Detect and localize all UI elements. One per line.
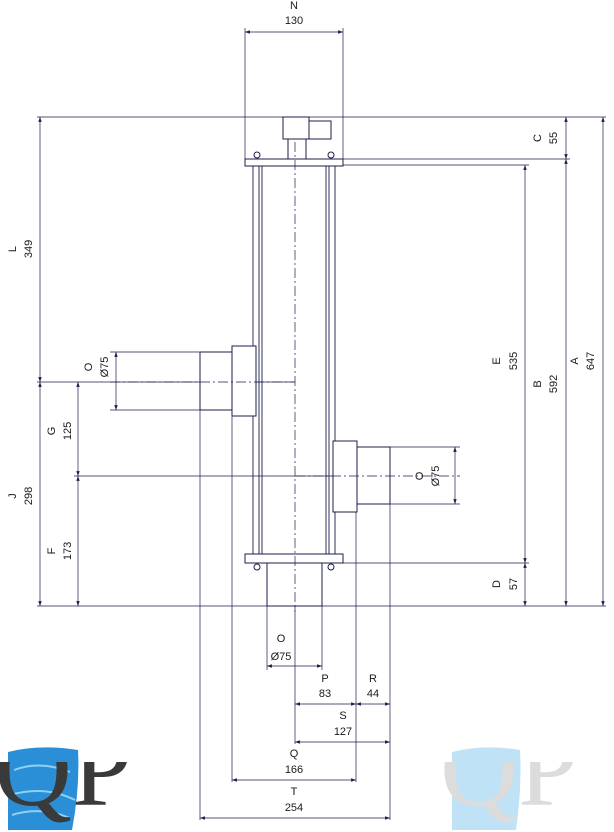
dim-C-value: 55 xyxy=(548,132,560,144)
connector-cap xyxy=(308,120,332,140)
dim-Q-value: 166 xyxy=(285,764,303,776)
left-inlet-pipe xyxy=(199,351,233,411)
center-lines xyxy=(110,142,460,612)
dim-J-letter: J xyxy=(7,493,19,499)
heater-body xyxy=(199,116,391,607)
bottom-bolt-right xyxy=(327,563,335,571)
dim-O-left-letter: O xyxy=(83,362,95,371)
dim-O-left-value: Ø75 xyxy=(99,357,111,378)
logo-right: QP xyxy=(440,710,578,830)
connector-box xyxy=(282,116,310,140)
dim-C-letter: C xyxy=(532,134,544,142)
dim-F-letter: F xyxy=(46,547,58,554)
dim-S-letter: S xyxy=(339,710,346,722)
connector-neck xyxy=(287,138,307,160)
dim-L-value: 349 xyxy=(23,240,35,258)
dim-N-value: 130 xyxy=(285,15,303,27)
logo-left-text: QP xyxy=(0,710,132,829)
dimension-labels: N 130 C 55 L 349 E 535 B 592 A 647 O Ø75… xyxy=(7,0,597,814)
dim-O-bottom-letter: O xyxy=(277,633,286,645)
dim-E-value: 535 xyxy=(508,352,520,370)
bottom-flange xyxy=(244,553,344,564)
dim-O-right-value: Ø75 xyxy=(430,466,442,487)
dim-R-value: 44 xyxy=(367,688,379,700)
right-outlet-pipe xyxy=(356,446,391,505)
dim-T-value: 254 xyxy=(285,802,303,814)
dim-N-letter: N xyxy=(290,0,298,12)
bottom-bolt-left xyxy=(253,563,261,571)
dim-G-letter: G xyxy=(46,427,58,436)
dim-D-letter: D xyxy=(491,580,503,588)
dim-B-letter: B xyxy=(532,380,544,387)
dim-P-letter: P xyxy=(321,673,328,685)
dim-O-right-letter: O xyxy=(414,471,426,480)
top-flange xyxy=(244,158,344,167)
top-bolt-right xyxy=(327,151,335,159)
dim-R-letter: R xyxy=(369,673,377,685)
left-inlet-socket xyxy=(231,345,257,417)
dim-P-value: 83 xyxy=(319,688,331,700)
dim-B-value: 592 xyxy=(548,375,560,393)
bottom-outlet xyxy=(266,562,323,607)
dim-G-value: 125 xyxy=(62,422,74,440)
dim-L-letter: L xyxy=(7,246,19,252)
dim-T-letter: T xyxy=(291,786,298,798)
logo-left: QP xyxy=(0,710,132,830)
dim-A-value: 647 xyxy=(585,352,597,370)
extension-lines xyxy=(37,28,606,820)
dim-J-value: 298 xyxy=(23,487,35,505)
dim-Q-letter: Q xyxy=(290,748,299,760)
dim-A-letter: A xyxy=(569,357,581,365)
dim-E-letter: E xyxy=(491,357,503,364)
right-outlet-socket xyxy=(332,440,358,513)
dim-F-value: 173 xyxy=(62,542,74,560)
dim-O-bottom-value: Ø75 xyxy=(271,651,292,663)
dimension-lines xyxy=(38,30,605,820)
dim-S-value: 127 xyxy=(334,726,352,738)
dim-D-value: 57 xyxy=(508,578,520,590)
logo-right-water xyxy=(452,747,521,830)
logo-right-text: QP xyxy=(440,710,578,829)
top-bolt-left xyxy=(253,151,261,159)
